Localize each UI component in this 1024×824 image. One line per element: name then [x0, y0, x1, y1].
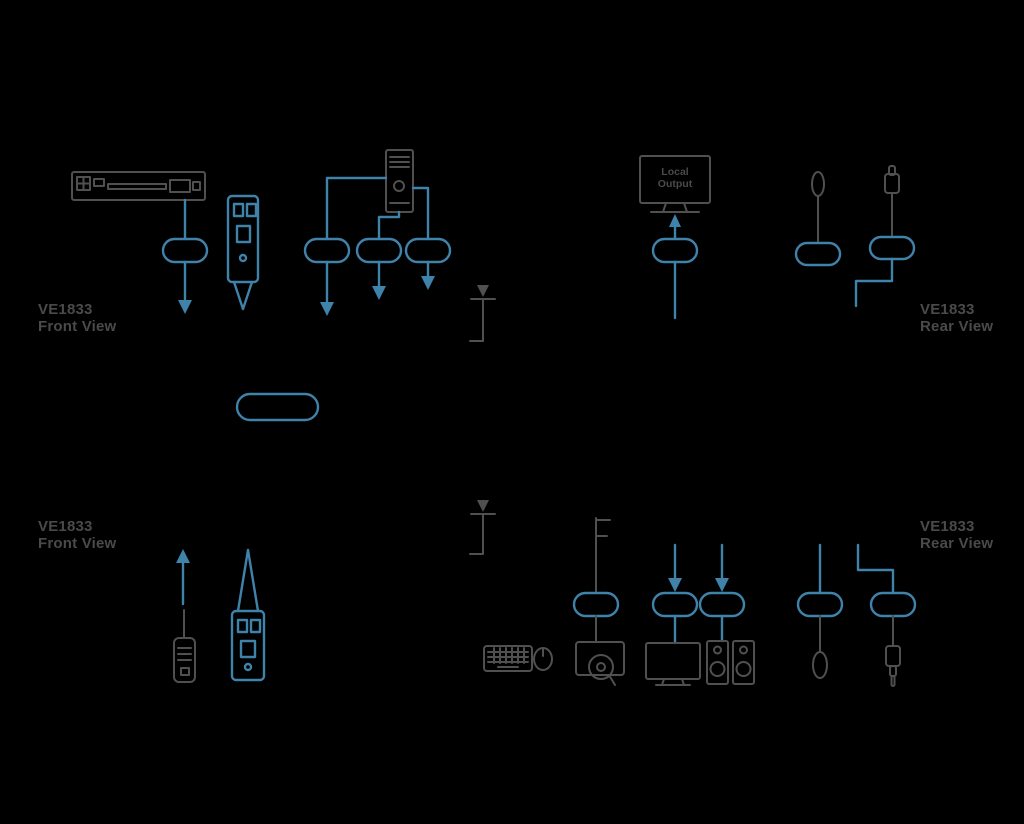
keyboard-icon [483, 645, 533, 672]
mouse-icon [533, 647, 553, 671]
label-line-view: Rear View [920, 535, 994, 552]
ir-pointer-lines [232, 280, 254, 311]
cable-loop-icon [811, 171, 825, 244]
down-arrow-icon [320, 302, 334, 316]
down-arrow-icon [178, 300, 192, 314]
label-top-left-view: VE1833 Front View [38, 301, 116, 335]
ferrite-bead-icon [869, 591, 917, 618]
label-line-product: VE1833 [38, 518, 93, 535]
local-output-line2: Output [657, 178, 693, 190]
ferrite-bead-icon [572, 591, 620, 618]
cable-to-computer [377, 210, 401, 241]
label-line-product: VE1833 [38, 301, 93, 318]
up-arrow-icon [176, 549, 190, 563]
label-line-product: VE1833 [920, 301, 975, 318]
down-arrow-icon [421, 276, 435, 290]
ferrite-bead-icon [796, 591, 844, 618]
ferrite-bead-icon [868, 235, 916, 261]
label-line-view: Front View [38, 535, 117, 552]
label-bottom-left-view: VE1833 Front View [38, 518, 116, 552]
ferrite-bead-icon [698, 591, 746, 618]
ferrite-bead-icon [651, 237, 699, 264]
speakers-icon [706, 640, 755, 685]
ir-receiver-unit-icon [226, 194, 260, 284]
up-arrow-icon [669, 214, 681, 227]
label-bottom-right-view: VE1833 Rear View [920, 518, 993, 552]
computer-tower-icon [385, 149, 414, 213]
cable-bend-line [856, 543, 895, 595]
label-line-view: Rear View [920, 318, 994, 335]
ir-pointer-lines [236, 548, 260, 613]
label-line-view: Front View [38, 318, 117, 335]
ferrite-bead-icon [355, 237, 403, 264]
grounding-symbol-icon [469, 285, 496, 342]
down-arrow-icon [372, 286, 386, 300]
front-panel-icon [71, 171, 206, 201]
local-output-monitor-icon [639, 155, 711, 213]
down-arrow-icon [715, 578, 729, 592]
cable-to-computer [411, 186, 430, 241]
ferrite-bead-icon [303, 237, 351, 264]
ferrite-bead-icon [651, 591, 699, 618]
ir-transmitter-unit-icon [230, 609, 266, 682]
label-top-right-view: VE1833 Rear View [920, 301, 993, 335]
cable-loop-icon [812, 615, 828, 679]
audio-jack-plug-icon [885, 615, 901, 687]
cable-bend-line [854, 257, 894, 308]
usb-hook-cable-icon [595, 517, 611, 594]
ferrite-bead-icon [404, 237, 452, 264]
label-line-product: VE1833 [920, 518, 975, 535]
remote-control-icon [173, 609, 196, 683]
local-output-label: Local Output [640, 166, 710, 190]
audio-jack-plug-icon [884, 165, 900, 238]
down-arrow-icon [668, 578, 682, 592]
ferrite-bead-icon [161, 237, 209, 264]
ferrite-bead-icon [794, 241, 842, 267]
cable-to-computer [325, 176, 388, 241]
touch-panel-icon [575, 641, 625, 686]
cable-pill-icon [235, 392, 320, 422]
display-monitor-icon [645, 642, 701, 686]
grounding-symbol-icon [469, 500, 496, 555]
local-output-line1: Local [661, 166, 689, 178]
